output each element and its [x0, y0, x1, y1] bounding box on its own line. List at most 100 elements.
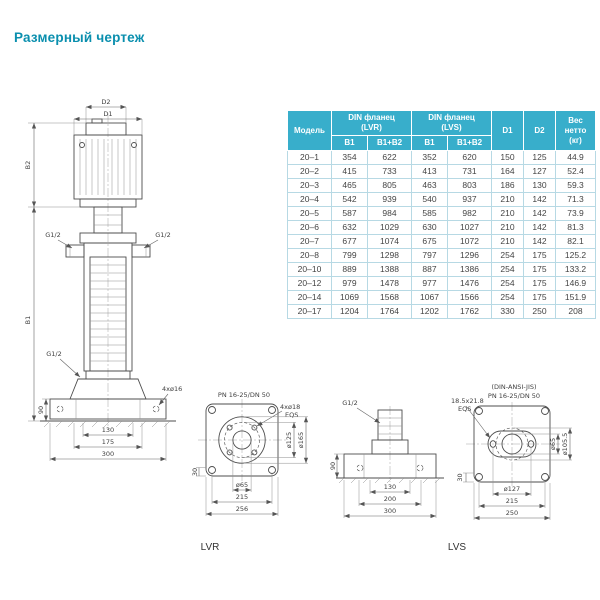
table-header: Модель DIN фланец (LVR) DIN фланец (LVS)…: [287, 110, 596, 151]
cell-lvr-b1b2: 984: [367, 206, 412, 221]
table-row: 20–1 354 622 352 620 150 125 44.9: [287, 150, 596, 165]
lvs-dim-width: 250: [473, 483, 551, 521]
dim-b1: B1: [24, 207, 40, 422]
cell-lvs-b1: 1067: [411, 290, 448, 305]
lvr-edge-label: 30: [191, 468, 199, 476]
lvs-front-view: G1/2 90 130 200 300: [329, 399, 444, 519]
cell-lvr-b1b2: 805: [367, 178, 412, 193]
dim-d1-label: D1: [103, 110, 112, 118]
lvr-bolt-text: 4xø18: [280, 403, 300, 411]
table-row: 20–4 542 939 540 937 210 142 71.3: [287, 192, 596, 207]
table-row: 20–6 632 1029 630 1027 210 142 81.3: [287, 220, 596, 235]
lvr-holespacing-label: 215: [236, 493, 248, 501]
col-lvr-b1b2: B1+B2: [367, 135, 412, 151]
dim-b2-label: B2: [24, 161, 32, 170]
cell-model: 20–8: [287, 248, 332, 263]
cell-lvr-b1: 799: [331, 248, 368, 263]
cell-lvs-b1b2: 1476: [447, 276, 492, 291]
lvs-flange-title1: (DIN-ANSI-JIS): [491, 383, 536, 391]
cell-d1: 210: [491, 220, 524, 235]
pump-body-outline: [65, 206, 151, 372]
cell-weight: 208: [555, 304, 596, 319]
cell-lvr-b1: 542: [331, 192, 368, 207]
lvr-dim-holespacing: 215: [211, 474, 273, 505]
cell-model: 20–3: [287, 178, 332, 193]
cell-model: 20–2: [287, 164, 332, 179]
lvr-outer-label: ø165: [297, 432, 305, 448]
cell-weight: 81.3: [555, 220, 596, 235]
cell-model: 20–4: [287, 192, 332, 207]
cell-lvr-b1: 354: [331, 150, 368, 165]
cell-d1: 330: [491, 304, 524, 319]
cell-lvr-b1: 979: [331, 276, 368, 291]
lvr-dim-width: 256: [205, 477, 279, 517]
cell-lvr-b1b2: 1298: [367, 248, 412, 263]
cell-lvr-b1b2: 1029: [367, 220, 412, 235]
dim-90: 90: [37, 398, 50, 421]
lvr-bolt-label: 4xø18 EQS: [256, 403, 300, 427]
cell-lvr-b1b2: 1478: [367, 276, 412, 291]
cell-model: 20–7: [287, 234, 332, 249]
col-d1: D1: [491, 110, 524, 151]
cell-lvr-b1b2: 733: [367, 164, 412, 179]
cell-lvr-b1: 632: [331, 220, 368, 235]
lvs-front-130-label: 130: [384, 483, 396, 491]
cell-lvr-b1b2: 1568: [367, 290, 412, 305]
cell-d2: 175: [523, 276, 556, 291]
col-lvs-b1: B1: [411, 135, 448, 151]
cell-lvs-b1b2: 1027: [447, 220, 492, 235]
dim-300-label: 300: [102, 450, 114, 458]
lvr-dim-bore: ø65: [232, 442, 252, 493]
cell-weight: 125.2: [555, 248, 596, 263]
cell-model: 20–10: [287, 262, 332, 277]
lvr-dim-outer: ø165: [244, 416, 309, 464]
cell-model: 20–12: [287, 276, 332, 291]
col-group-lvs: DIN фланец (LVS): [411, 110, 492, 136]
lvs-front-port-label: G1/2: [342, 399, 381, 424]
cell-lvs-b1: 630: [411, 220, 448, 235]
dim-d2-label: D2: [101, 98, 110, 106]
cell-lvs-b1: 797: [411, 248, 448, 263]
lvs-dim-bore: ø65: [514, 433, 561, 455]
cell-d1: 254: [491, 262, 524, 277]
cell-lvs-b1b2: 620: [447, 150, 492, 165]
g12-label: G1/2: [155, 231, 171, 239]
cell-lvr-b1: 1069: [331, 290, 368, 305]
cell-lvr-b1: 1204: [331, 304, 368, 319]
cell-lvs-b1b2: 982: [447, 206, 492, 221]
cell-lvr-b1b2: 622: [367, 150, 412, 165]
lvr-dim-edge: 30: [191, 467, 206, 477]
cell-weight: 71.3: [555, 192, 596, 207]
lvr-boltcircle-label: ø125: [285, 432, 293, 448]
lvs-slot-label: 18.5x21.8 EQS: [451, 397, 491, 439]
cell-model: 20–5: [287, 206, 332, 221]
lvs-dim-raised: ø105.5: [514, 427, 573, 461]
lvr-dim-boltcircle: ø125: [244, 422, 297, 458]
cell-lvs-b1b2: 1072: [447, 234, 492, 249]
lvs-front-dim-130: 130: [369, 480, 411, 495]
col-model: Модель: [287, 110, 332, 151]
lvs-front-dim-90: 90: [329, 453, 344, 478]
cell-weight: 52.4: [555, 164, 596, 179]
table-row: 20–3 465 805 463 803 186 130 59.3: [287, 178, 596, 193]
cell-lvr-b1: 889: [331, 262, 368, 277]
dim-175: 175: [73, 423, 143, 450]
g12-label: G1/2: [46, 350, 62, 358]
lvr-caption: LVR: [200, 542, 220, 553]
cell-lvr-b1: 415: [331, 164, 368, 179]
lvs-boltspacing-label: ø127: [504, 485, 520, 493]
dim-d1: D1: [73, 110, 143, 135]
cell-d1: 210: [491, 234, 524, 249]
cell-model: 20–17: [287, 304, 332, 319]
cell-lvs-b1b2: 1296: [447, 248, 492, 263]
lvs-front-200-label: 200: [384, 495, 396, 503]
cell-weight: 44.9: [555, 150, 596, 165]
base-outline: [40, 370, 176, 428]
port-label-right: G1/2: [143, 231, 171, 249]
cell-lvs-b1: 887: [411, 262, 448, 277]
cell-weight: 133.2: [555, 262, 596, 277]
g12-label: G1/2: [342, 399, 358, 407]
cell-lvs-b1b2: 937: [447, 192, 492, 207]
col-lvr-b1: B1: [331, 135, 368, 151]
cell-d1: 254: [491, 290, 524, 305]
